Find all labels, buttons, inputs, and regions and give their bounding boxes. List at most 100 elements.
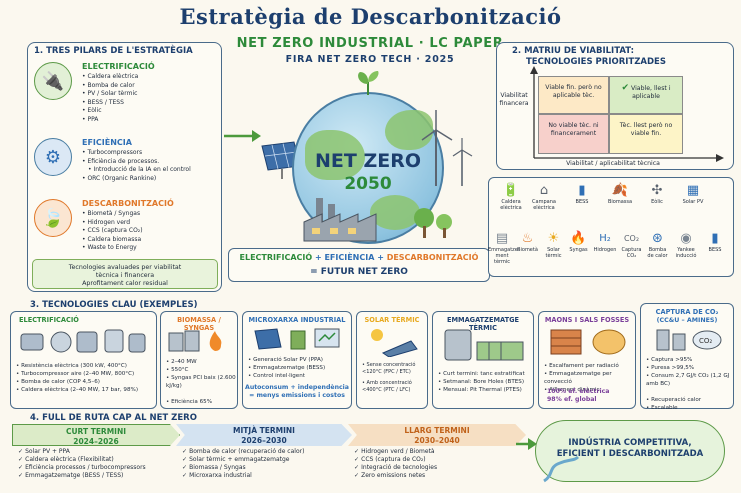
tech-syngas: 🔥Syngas	[566, 230, 591, 253]
solar-thermal-icon	[371, 329, 418, 357]
card-title: BIOMASSA / SYNGAS	[177, 316, 221, 332]
tech-label: Biometà	[517, 247, 538, 253]
cylinder-icon: ◉	[680, 231, 692, 246]
list-item: Aïllament dinàmic	[544, 386, 635, 394]
phase-name: MITJÀ TERMINI	[233, 426, 295, 435]
list-item: Sense concentració <120°C (FPC / ETC)	[362, 362, 428, 376]
list-item: Eficiència processos / turbocompressors	[18, 464, 146, 472]
card-microxarxa: MICROXARXA INDUSTRIAL Generació Solar PV…	[242, 311, 352, 409]
evaluation-note: Tecnologies avaluades per viabilitat tèc…	[32, 259, 218, 289]
list-item: PPA	[82, 116, 138, 125]
note-line: tècnica i financera	[95, 272, 155, 279]
list-item: BESS / TESS	[82, 99, 138, 108]
tech-label: BESS	[575, 199, 589, 205]
tech-label: Hidrogen	[593, 247, 617, 253]
card-items: Escalfament per radiació Emmagatzematge …	[544, 362, 635, 394]
biomass-flame-icon	[168, 330, 222, 352]
matrix-cell-top-right: ✔ Viable, llest i aplicable	[609, 76, 683, 114]
goal-line: EFICIENT I DESCARBONITZADA	[556, 449, 704, 459]
list-item: Hidrogen verd / Biometà	[354, 448, 437, 456]
list-item: Integració de tecnologies	[354, 464, 437, 472]
page-title: Estratègia de Descarbonització	[179, 4, 562, 29]
section4-title: 4. FULL DE RUTA CAP AL NET ZERO	[30, 413, 197, 423]
card-biomassa-syngas: BIOMASSA / SYNGAS 2–40 MW 550°C Syngas P…	[160, 311, 238, 409]
tech-bess: ▮BESS	[565, 182, 599, 205]
list-item: Microxarxa industrial	[182, 472, 304, 480]
card-emmagatzematge-termic: EMMAGATZEMATGE TÈRMIC Curt termini: tanc…	[432, 311, 534, 409]
co2-capture-icon: CO₂	[656, 329, 722, 351]
list-item: Amb concentració <400°C (PTC / LFC)	[362, 380, 428, 394]
card-items: Generació Solar PV (PPA) Emmagatzematge …	[248, 356, 325, 380]
list-item: Caldera elèctrica	[82, 73, 138, 82]
list-item: Introducció de la IA en el control	[82, 166, 190, 175]
list-item: Mensual: Pit Thermal (PTES)	[438, 386, 525, 394]
arrow-right-icon	[516, 438, 537, 450]
list-item: Consum 2,7 GJ/t CO₂ (1,2 GJ amb BC)	[646, 372, 730, 388]
globe-land	[370, 195, 420, 230]
list-item: Emmagatzematge per convecció	[544, 370, 635, 386]
tech-label: Emmagatze-ment tèrmic	[488, 247, 520, 265]
list-item: Emmagatzematge (BESS)	[248, 364, 325, 372]
tech-yankee-induccio: ◉Yankee inducció	[672, 230, 700, 259]
pillar-name: DESCARBONITZACIÓ	[82, 199, 174, 208]
microgrid-icon	[254, 328, 340, 350]
electric-equipment-icon	[20, 329, 146, 353]
list-item: Control intel·ligent	[248, 372, 325, 380]
bricks-icon	[550, 329, 626, 355]
list-item: Zero emissions netes	[354, 472, 437, 480]
trees-icon	[414, 208, 452, 238]
list-item: 2–40 MW	[166, 358, 236, 366]
pillar-items: Caldera elèctrica Bomba de calor PV / So…	[82, 73, 138, 125]
factory-icon	[303, 198, 377, 242]
list-item: Escalable	[646, 404, 730, 412]
tank-icon: ▤	[495, 231, 509, 246]
tech-label: Bomba de calor	[647, 247, 668, 259]
equation-electrificacio: ELECTRIFICACIÓ	[239, 253, 313, 262]
list-item: CCS (captura CO₂)	[82, 227, 142, 236]
footer-line: 98% ef. global	[547, 396, 597, 403]
card-footer: 100% ef. elèctrica 98% ef. global	[547, 388, 609, 404]
solar-panel-icon: ▦	[686, 183, 700, 198]
tech-label: Captura CO₂	[621, 247, 642, 259]
net-zero-label: NET ZERO	[315, 150, 421, 172]
card-solar-termic: SOLAR TÈRMIC Sense concentració <120°C (…	[356, 311, 428, 409]
tech-grid-panel	[488, 177, 734, 277]
phase-header: LLARG TERMINI 2030–2040	[348, 424, 526, 446]
matrix-y-label: Viabilitat financera	[498, 92, 530, 108]
list-item: Bomba de calor (COP 4,5–6)	[16, 378, 138, 386]
tech-label: Solar PV	[682, 199, 704, 205]
list-item: Hidrogen verd	[82, 219, 143, 228]
list-item: Syngas PCI baix (2.600 kJ/kg)	[166, 374, 236, 390]
bess-icon: ▮	[711, 231, 719, 246]
list-item: Bomba de calor (recuperació de calor)	[182, 448, 304, 456]
event-label: FIRA NET ZERO TECH · 2025	[285, 54, 455, 65]
tech-label: Eòlic	[651, 199, 663, 205]
list-item: Solar PV + PPA	[18, 448, 146, 456]
phase-years: 2026–2030	[241, 436, 287, 445]
matrix-axes	[530, 66, 724, 162]
tech-solar-pv: ▦Solar PV	[676, 182, 710, 205]
equation-eficiencia: + EFICIÈNCIA +	[312, 253, 387, 262]
globe-land	[305, 130, 365, 180]
tech-label: Yankee inducció	[675, 247, 697, 259]
list-item: 550°C	[166, 366, 236, 374]
list-item: Turbocompressor aire (2–40 MW, 800°C)	[16, 370, 138, 378]
tech-label: Caldera elèctrica	[500, 199, 522, 211]
list-item: Caldera elèctrica (Flexibilitat)	[18, 456, 146, 464]
list-item: Curt termini: tanc estratificat	[438, 370, 525, 378]
pillar-name: EFICIÈNCIA	[82, 138, 132, 147]
list-item: Solar tèrmic + emmagatzematge	[182, 456, 304, 464]
card-items: Curt termini: tanc estratificat Setmanal…	[438, 370, 525, 394]
matrix-cell-text: Viable, llest i aplicable	[630, 85, 671, 100]
biomass-icon: 🍂	[611, 183, 629, 198]
section1-title: 1. TRES PILARS DE L'ESTRATÈGIA	[34, 46, 193, 56]
co2-icon: CO₂	[623, 234, 640, 243]
tech-bomba-de-calor: ⊛Bomba de calor	[645, 230, 670, 259]
sun-icon: ☀	[547, 231, 560, 246]
tech-label: Syngas	[569, 247, 588, 253]
wind-turbine-icon: ✣	[651, 183, 663, 198]
tech-captura-co2: CO₂ Captura CO₂	[619, 230, 644, 259]
net-zero-year: 2050	[344, 174, 392, 194]
matrix-cell-bottom-right: Tèc. llest però no viable fin.	[609, 114, 683, 154]
list-item: Waste to Energy	[82, 244, 143, 253]
